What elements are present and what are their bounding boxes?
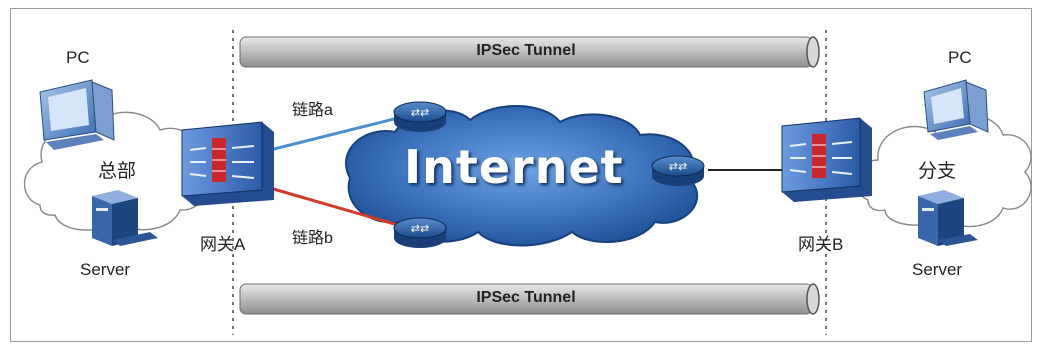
branch-cloud xyxy=(855,114,1032,228)
hq-site-label: 总部 xyxy=(98,161,137,182)
router-c-icon: ⇄⇄ xyxy=(651,155,705,186)
ipsec-tunnel-top xyxy=(239,36,820,68)
gateway-b-firewall-icon xyxy=(781,117,872,202)
branch-server-label: Server xyxy=(912,260,963,279)
gateway-a-label: 网关A xyxy=(200,235,246,254)
tunnel-bottom-label: IPSec Tunnel xyxy=(476,289,576,306)
hq-pc-label: PC xyxy=(66,48,90,67)
tunnel-top-label: IPSec Tunnel xyxy=(476,42,576,59)
hq-server-label: Server xyxy=(80,260,131,279)
router-b-icon: ⇄⇄ xyxy=(393,217,447,248)
link-a-line xyxy=(269,116,399,152)
branch-pc-label: PC xyxy=(948,48,972,67)
gateway-a-firewall-icon xyxy=(181,121,274,206)
svg-text:⇄⇄: ⇄⇄ xyxy=(411,106,429,119)
link-b-line xyxy=(269,186,399,227)
link-b-label: 链路b xyxy=(292,230,333,247)
hq-server-icon xyxy=(92,190,158,246)
branch-pc-icon xyxy=(923,79,989,140)
router-a-icon: ⇄⇄ xyxy=(393,101,447,132)
gateway-b-label: 网关B xyxy=(798,235,844,254)
internet-label: Internet xyxy=(404,140,624,194)
svg-text:⇄⇄: ⇄⇄ xyxy=(669,160,687,173)
branch-server-icon xyxy=(918,190,978,246)
hq-pc-icon xyxy=(39,79,115,150)
ipsec-tunnel-bottom xyxy=(239,283,820,315)
svg-text:⇄⇄: ⇄⇄ xyxy=(411,222,429,235)
link-a-label: 链路a xyxy=(292,102,333,119)
branch-site-label: 分支 xyxy=(918,161,957,182)
